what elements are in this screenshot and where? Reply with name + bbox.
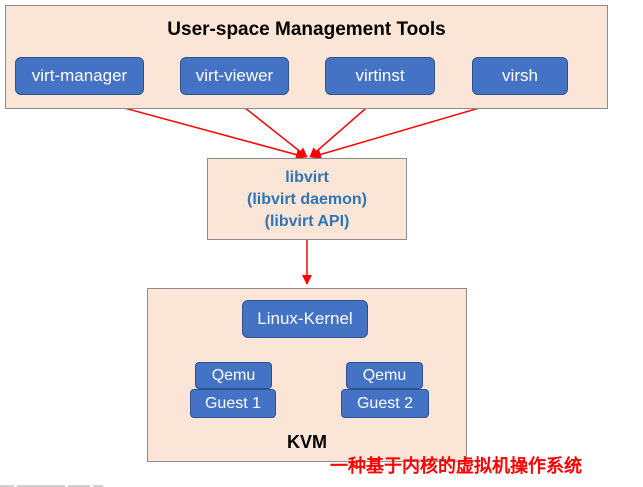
tool-virt-viewer: virt-viewer — [180, 57, 289, 95]
diagram-caption: 一种基于内核的虚拟机操作系统 — [330, 456, 582, 477]
tool-virt-manager: virt-manager — [15, 57, 144, 95]
libvirt-box — [207, 158, 407, 240]
libvirt-api-label: (libvirt API) — [264, 213, 350, 230]
guest-1-box: Guest 1 — [190, 389, 276, 418]
linux-kernel-box: Linux-Kernel — [242, 300, 368, 338]
libvirt-daemon-label: (libvirt daemon) — [246, 191, 367, 208]
qemu-box-1: Qemu — [195, 362, 272, 389]
libvirt-label: libvirt — [285, 169, 329, 186]
faded-text-fragment — [0, 476, 160, 487]
guest-2-box: Guest 2 — [341, 389, 429, 418]
user-space-tools-title: User-space Management Tools — [167, 19, 446, 40]
kvm-label: KVM — [287, 432, 327, 452]
qemu-box-2: Qemu — [346, 362, 423, 389]
tool-virsh: virsh — [472, 57, 568, 95]
tool-virtinst: virtinst — [325, 57, 435, 95]
